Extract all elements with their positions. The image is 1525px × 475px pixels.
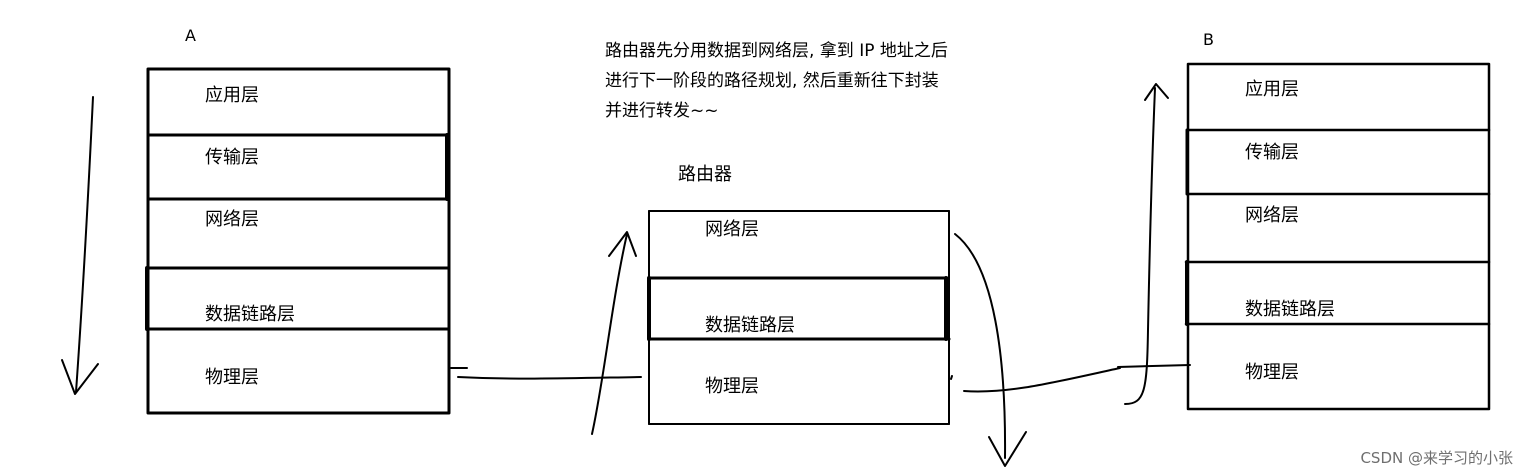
router-stack xyxy=(647,210,951,425)
arrow-down-a xyxy=(61,96,99,395)
router-note-line-2: 进行下一阶段的路径规划, 然后重新往下封装 xyxy=(605,71,939,91)
host-b-application-layer: 应用层 xyxy=(1245,79,1299,100)
host-b-stack xyxy=(1184,62,1491,411)
host-a-application-layer: 应用层 xyxy=(205,85,259,106)
link-router-to-b xyxy=(950,364,1191,393)
host-b-physical-layer: 物理层 xyxy=(1245,362,1299,383)
router-title: 路由器 xyxy=(678,164,732,185)
router-note-line-1: 路由器先分用数据到网络层, 拿到 IP 地址之后 xyxy=(605,41,948,61)
host-a-network-layer: 网络层 xyxy=(205,209,259,230)
arrow-up-b xyxy=(1124,83,1169,405)
arrow-up-router xyxy=(591,231,637,435)
router-note-line-3: 并进行转发~~ xyxy=(605,101,719,121)
host-a-physical-layer: 物理层 xyxy=(205,367,259,388)
router-physical-layer: 物理层 xyxy=(705,376,759,397)
host-b-network-layer: 网络层 xyxy=(1245,205,1299,226)
host-a-datalink-layer: 数据链路层 xyxy=(205,304,295,325)
host-a-stack xyxy=(145,67,451,415)
router-network-layer: 网络层 xyxy=(705,219,759,240)
host-a-transport-layer: 传输层 xyxy=(205,147,259,168)
router-datalink-layer: 数据链路层 xyxy=(705,315,795,336)
host-b-label: B xyxy=(1203,30,1214,49)
host-b-datalink-layer: 数据链路层 xyxy=(1245,299,1335,320)
csdn-watermark: CSDN @来学习的小张 xyxy=(1360,449,1513,467)
host-b-transport-layer: 传输层 xyxy=(1245,142,1299,163)
arrow-down-router xyxy=(954,233,1027,467)
host-a-label: A xyxy=(185,26,196,45)
link-a-to-router xyxy=(450,367,642,380)
router-note: 路由器先分用数据到网络层, 拿到 IP 地址之后 进行下一阶段的路径规划, 然后… xyxy=(605,36,948,126)
